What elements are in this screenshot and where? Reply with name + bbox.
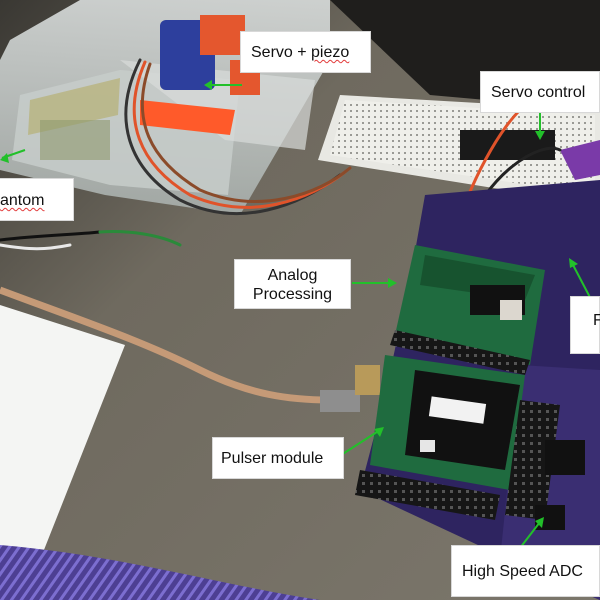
label-analog-line2: Processing	[252, 286, 333, 303]
label-analog-processing: Analog Processing	[234, 259, 351, 309]
label-analog-line1: Analog	[267, 267, 318, 284]
pulser-board	[370, 355, 525, 490]
label-servo-piezo-underlined: piezo	[311, 44, 350, 61]
label-right-edge-text: F	[593, 312, 600, 329]
breadboard	[318, 95, 600, 205]
braided-cable	[0, 545, 320, 600]
label-phantom: antom	[0, 178, 74, 221]
label-high-speed-adc: High Speed ADC	[451, 545, 600, 597]
label-servo-piezo-text: Servo +	[251, 44, 312, 61]
coax-cable	[0, 286, 331, 404]
label-pulser-module-text: Pulser module	[221, 450, 324, 467]
label-phantom-underlined: antom	[0, 192, 45, 209]
label-servo-control: Servo control	[480, 71, 600, 113]
label-right-edge: F	[570, 296, 600, 354]
analog-board	[390, 245, 545, 375]
annotation-arrows	[0, 80, 595, 549]
adc-chip	[545, 440, 585, 475]
label-pulser-module: Pulser module	[212, 437, 344, 479]
paper-sheet	[0, 305, 125, 560]
label-high-speed-adc-text: High Speed ADC	[462, 563, 583, 580]
servo-assembly	[140, 15, 260, 135]
label-servo-control-text: Servo control	[491, 84, 586, 101]
label-servo-piezo: Servo + piezo	[240, 31, 371, 73]
